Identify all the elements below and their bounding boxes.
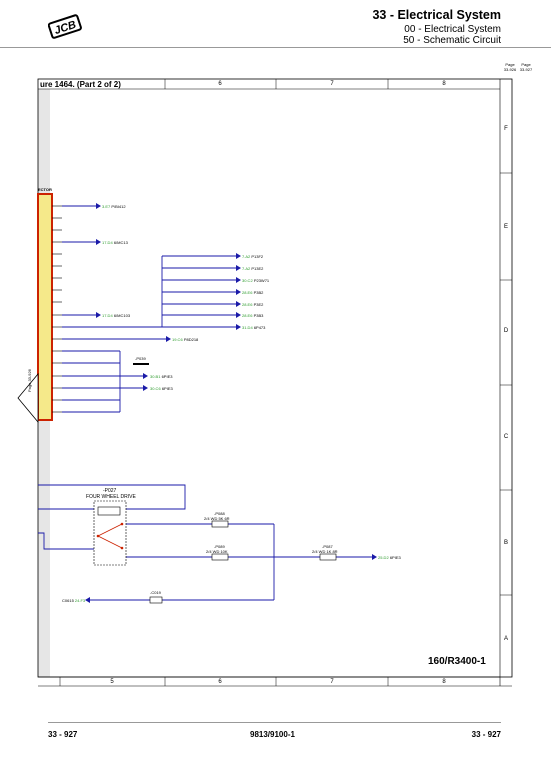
signal-tag: P13F2 <box>251 254 264 259</box>
signal-tag: 6PIE3 <box>161 386 173 391</box>
signal-tag: P8D218 <box>183 337 199 342</box>
signal-ref[interactable]: 19.C6 <box>172 337 183 342</box>
p089-spec: 2/4 WD 10K <box>206 549 228 554</box>
signal-ref[interactable]: 28.E6 <box>242 290 253 295</box>
signal-tag: 6P473 <box>253 325 266 330</box>
signal-tag: P3E2 <box>253 302 264 307</box>
signal-ref[interactable]: 17.D4 <box>102 313 113 318</box>
signal-ref[interactable]: 28.E6 <box>242 313 253 318</box>
jcb-logo: JCB <box>48 14 82 39</box>
col-label-bottom: 5 <box>110 679 114 685</box>
signal-tag: 6/MC13 <box>113 240 128 245</box>
signal-ref[interactable]: 17.D4 <box>102 240 113 245</box>
p088-id: -P088 <box>214 511 225 516</box>
signal-ref[interactable]: 30.C6 <box>150 386 161 391</box>
p027-switch <box>93 500 127 566</box>
p027-id: -P027 <box>103 488 117 494</box>
subsection-subtitle: 50 - Schematic Circuit <box>403 35 501 46</box>
signal-tag: P23W71 <box>253 278 270 283</box>
connector-label: ECTOR <box>38 187 52 192</box>
signal-tag: P13E2 <box>251 266 264 271</box>
p087-spec: 2/4 WD 1K 8R <box>312 549 338 554</box>
page-tab-label[interactable]: Page 33-926 <box>27 369 32 392</box>
row-label: F <box>504 126 508 132</box>
signal-ref[interactable]: 3.E7 <box>102 204 111 209</box>
footer-page-right: 33 - 927 <box>471 730 501 739</box>
row-label: D <box>503 328 509 334</box>
col-label-bottom: 6 <box>218 679 222 685</box>
p027-name: FOUR WHEEL DRIVE <box>86 494 136 500</box>
signal-tag: 6/MC103 <box>113 313 131 318</box>
header-divider <box>0 47 551 48</box>
signal-ref[interactable]: 7.A2 <box>242 266 251 271</box>
signal-ref[interactable]: 25.D2 <box>378 555 389 560</box>
signal-tag: P/BI412 <box>111 204 126 209</box>
signal-tag: 6PIE3 <box>161 374 173 379</box>
col-label-bottom: 7 <box>330 679 334 685</box>
resistor-p089 <box>211 553 229 561</box>
signal-tag: P3B3 <box>253 313 264 318</box>
footer-page-left: 33 - 927 <box>48 730 78 739</box>
connector-c019 <box>149 596 163 604</box>
signal-ref[interactable]: 28.E6 <box>242 302 253 307</box>
signal-tag: P3B2 <box>253 290 264 295</box>
row-label: C <box>503 434 509 440</box>
signal-tag: 6PIE3 <box>389 555 401 560</box>
diagram-frame <box>37 78 513 678</box>
row-label: E <box>503 224 508 230</box>
signal-tag: C0615 <box>62 598 74 603</box>
resistor-p088 <box>211 520 229 528</box>
col-label: 6 <box>218 81 222 87</box>
signal-ref[interactable]: 31.D4 <box>242 325 253 330</box>
row-label: B <box>503 540 508 546</box>
signal-ref[interactable]: 30.B1 <box>150 374 161 379</box>
c019-id: -C019 <box>150 590 161 595</box>
signal-ref[interactable]: 24.F3 <box>74 598 86 603</box>
diagram-reference: 160/R3400-1 <box>428 656 486 667</box>
p039-id: -P039 <box>135 356 146 361</box>
footer-doc-number: 9813/9100-1 <box>250 730 295 739</box>
connector-block <box>37 193 53 421</box>
diagram-title: ure 1464. (Part 2 of 2) <box>40 80 121 89</box>
section-title: 33 - Electrical System <box>372 8 501 22</box>
subsection-title: 00 - Electrical System <box>404 24 501 35</box>
p087-id: -P087 <box>322 544 333 549</box>
signal-ref[interactable]: 30.C2 <box>242 278 253 283</box>
page-tab-arrow <box>17 372 39 424</box>
footer-divider <box>48 722 501 723</box>
p088-spec: 2/4 WD 5K 6R <box>204 516 230 521</box>
p089-id: -P089 <box>214 544 225 549</box>
row-label: A <box>503 636 508 642</box>
resistor-p087 <box>319 553 337 561</box>
col-label-bottom: 8 <box>442 679 446 685</box>
col-label: 7 <box>330 81 334 87</box>
signal-ref[interactable]: 7.A2 <box>242 254 251 259</box>
col-label: 8 <box>442 81 446 87</box>
